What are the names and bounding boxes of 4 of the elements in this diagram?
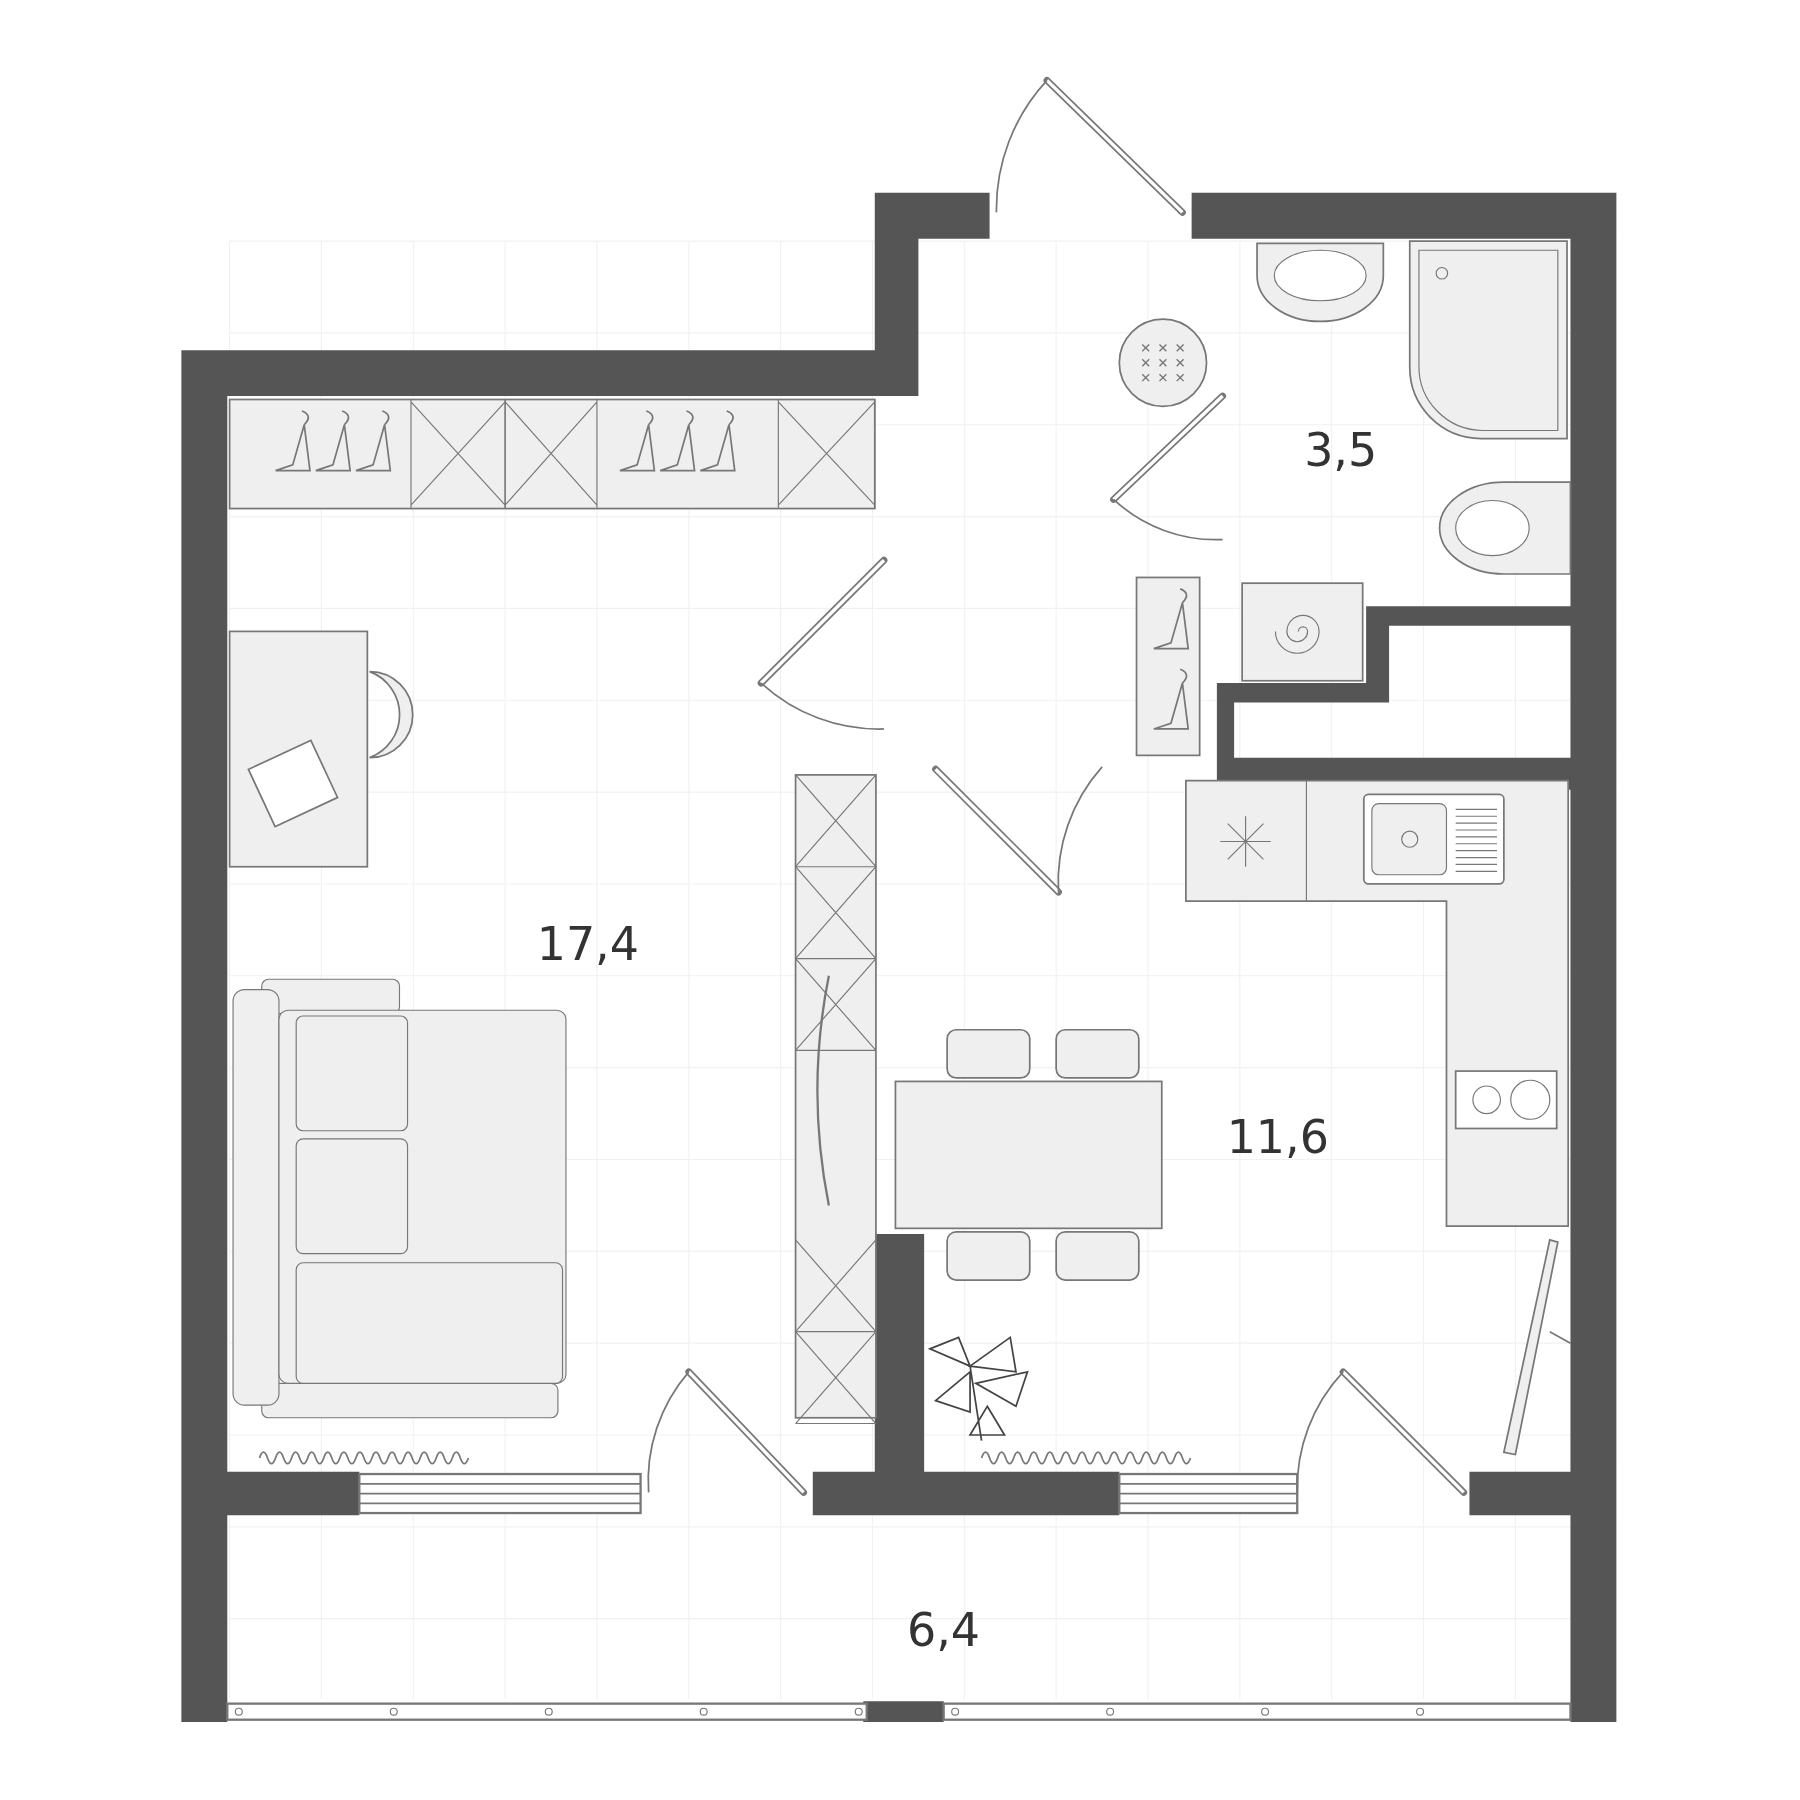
area-label: 11,6 [1226,1113,1329,1160]
area-label: 6,4 [906,1607,980,1654]
area-label: 17,4 [536,920,639,967]
area-label: 3,5 [1304,427,1378,473]
